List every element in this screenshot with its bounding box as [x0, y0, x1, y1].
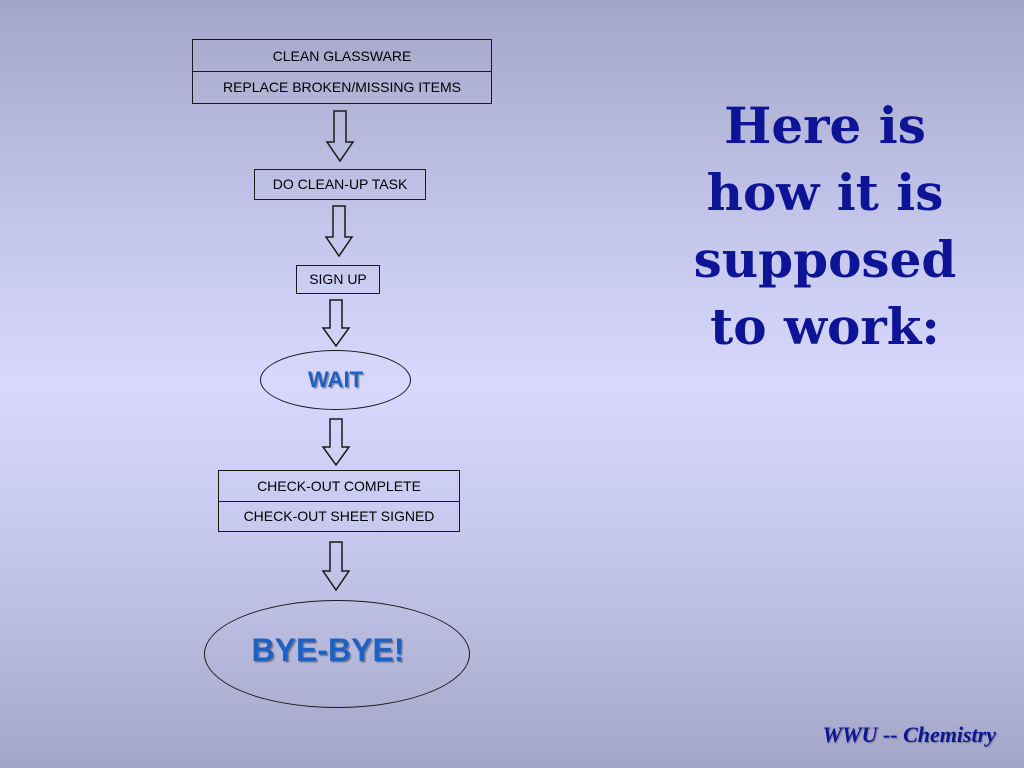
wait-label: WAIT	[308, 367, 363, 392]
step-clean-glassware-box: CLEAN GLASSWARE REPLACE BROKEN/MISSING I…	[192, 39, 492, 104]
down-arrow-icon	[324, 205, 354, 258]
footer-label: WWU -- Chemistry	[822, 722, 996, 747]
down-arrow-icon	[321, 418, 351, 467]
down-arrow-icon	[321, 299, 351, 348]
check-out-complete-label: CHECK-OUT COMPLETE	[257, 477, 421, 494]
check-out-sheet-signed-label: CHECK-OUT SHEET SIGNED	[219, 500, 459, 531]
heading-line-3: supposed	[693, 230, 957, 289]
step-sign-up-box: SIGN UP	[296, 265, 380, 294]
heading-line-2: how it is	[706, 163, 944, 222]
wait-oval: WAIT	[260, 350, 411, 410]
down-arrow-icon	[325, 110, 355, 163]
sign-up-label: SIGN UP	[309, 271, 367, 287]
clean-up-task-label: DO CLEAN-UP TASK	[272, 176, 408, 192]
bye-bye-oval: BYE-BYE!	[204, 600, 470, 708]
slide-heading: Here is how it is supposed to work:	[640, 92, 1010, 360]
step-clean-up-task-box: DO CLEAN-UP TASK	[254, 169, 426, 200]
down-arrow-icon	[321, 541, 351, 592]
replace-broken-items-label: REPLACE BROKEN/MISSING ITEMS	[193, 71, 491, 102]
bye-bye-label: BYE-BYE!	[251, 631, 405, 668]
clean-glassware-label: CLEAN GLASSWARE	[272, 47, 412, 64]
heading-line-1: Here is	[724, 96, 926, 155]
step-check-out-box: CHECK-OUT COMPLETE CHECK-OUT SHEET SIGNE…	[218, 470, 460, 532]
heading-line-4: to work:	[710, 297, 940, 356]
